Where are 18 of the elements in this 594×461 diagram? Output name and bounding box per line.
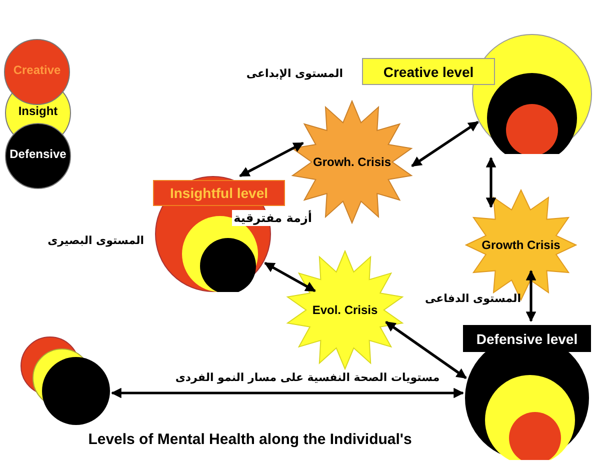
level-label: Defensive level — [463, 325, 591, 352]
legend-label: Insight — [17, 104, 59, 119]
level-label: Creative level — [362, 58, 495, 85]
arrow — [239, 142, 304, 178]
arrow — [385, 320, 467, 380]
arrow — [110, 388, 464, 398]
level-caption: المستوى البصيرى — [46, 233, 146, 249]
level-caption: المستوى الإبداعى — [244, 66, 345, 82]
legend-label: Defensive — [8, 147, 68, 162]
starburst: Evol. Crisis — [285, 250, 405, 370]
level-label: Insightful level — [153, 180, 285, 206]
arrow — [411, 120, 479, 168]
arrow — [264, 262, 316, 292]
arrow — [486, 156, 496, 208]
legend-label: Creative — [12, 63, 62, 78]
arrow — [526, 270, 536, 322]
crisis-caption: أزمة مفترقية — [232, 210, 314, 226]
caption: Levels of Mental Health along the Individual's — [87, 431, 413, 449]
